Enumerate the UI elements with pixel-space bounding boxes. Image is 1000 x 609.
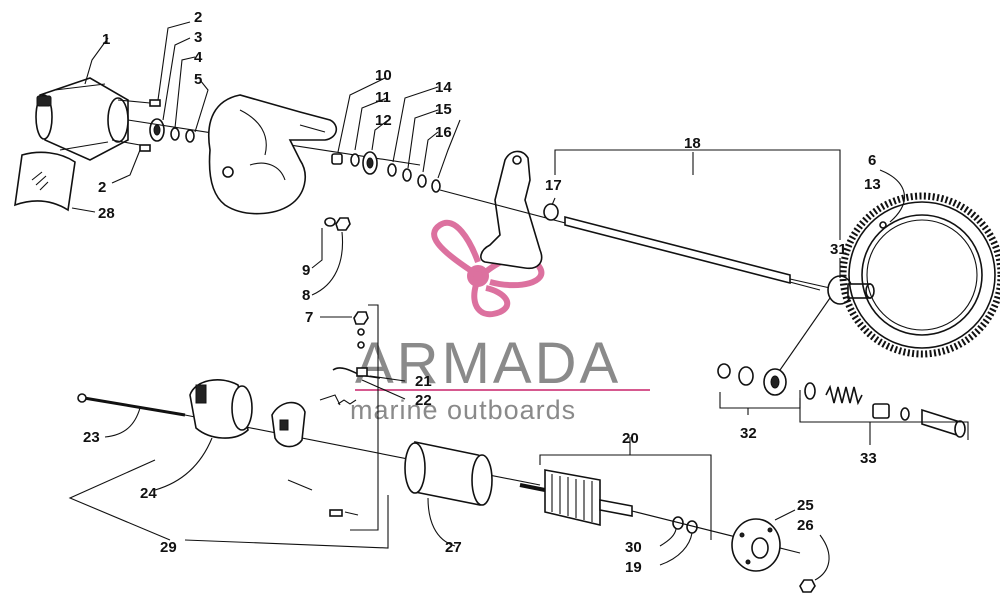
washer-33 (900, 407, 910, 421)
bushing-17 (543, 203, 559, 221)
callout-11: 11 (375, 89, 391, 106)
callout-25: 25 (797, 497, 814, 514)
gear-32 (763, 368, 787, 396)
cap-33 (921, 408, 966, 438)
nut-26 (799, 579, 816, 593)
callout-12: 12 (375, 112, 392, 129)
washer-16 (417, 174, 427, 188)
washer-32b (738, 366, 754, 386)
callout-8: 8 (302, 287, 310, 304)
washer-16b (431, 179, 441, 193)
callout-28: 28 (98, 205, 115, 222)
callout-33: 33 (860, 450, 877, 467)
washer-14 (387, 163, 397, 177)
callout-23: 23 (83, 429, 100, 446)
armada-logo: ARMADA marine outboards (350, 219, 650, 425)
callout-1: 1 (102, 31, 110, 48)
washer-32a (717, 363, 731, 379)
brand-name: ARMADA (355, 331, 621, 396)
washer-15 (402, 168, 412, 182)
callout-19: 19 (625, 559, 642, 576)
sleeve-cover (14, 151, 76, 212)
callout-labels: 1 2 3 4 5 2 28 10 11 12 14 15 16 9 8 17 … (83, 9, 881, 576)
end-cap-24 (189, 379, 253, 439)
callout-22: 22 (415, 392, 432, 409)
callout-9: 9 (302, 262, 310, 279)
washer-11 (350, 153, 360, 167)
callout-30: 30 (625, 539, 642, 556)
brush-lead (287, 479, 313, 491)
pin-2-top (149, 99, 161, 107)
bolt-9 (324, 217, 351, 231)
yoke-27 (404, 441, 493, 506)
ring-gear (839, 192, 1000, 358)
callout-17: 17 (545, 177, 562, 194)
callout-3: 3 (194, 29, 202, 46)
callout-7: 7 (305, 309, 313, 326)
callout-4: 4 (194, 49, 203, 66)
callout-21: 21 (415, 373, 432, 390)
starter-motor-body (35, 77, 151, 161)
callout-31: 31 (830, 241, 847, 258)
bolt-13 (879, 221, 887, 229)
callout-32: 32 (740, 425, 757, 442)
callout-16: 16 (435, 124, 452, 141)
collar-33 (804, 382, 816, 400)
armature-20 (519, 469, 633, 527)
washer-4 (170, 127, 180, 141)
callout-20: 20 (622, 430, 639, 447)
small-screw (329, 509, 343, 517)
callout-13: 13 (864, 176, 881, 193)
pinion-gear (149, 118, 165, 142)
callout-14: 14 (435, 79, 452, 96)
spring-clip (337, 399, 357, 405)
callout-2-lower: 2 (98, 179, 106, 196)
gear-12 (362, 151, 378, 175)
pin-2-bottom (139, 144, 151, 152)
callout-2: 2 (194, 9, 202, 26)
brush-holder (271, 401, 306, 448)
spring-33 (825, 384, 863, 406)
leader-lines (68, 21, 969, 581)
drive-shaft (564, 215, 831, 289)
callout-15: 15 (435, 101, 452, 118)
mounting-bracket (208, 94, 338, 215)
support-arm (480, 150, 543, 270)
callout-18: 18 (684, 135, 701, 152)
callout-24: 24 (140, 485, 157, 502)
washer-5 (185, 129, 195, 143)
callout-5: 5 (194, 71, 202, 88)
sleeve-33 (872, 403, 890, 419)
brand-tagline: marine outboards (350, 395, 576, 425)
callout-26: 26 (797, 517, 814, 534)
callout-27: 27 (445, 539, 462, 556)
callout-10: 10 (375, 67, 392, 84)
terminal-7 (353, 311, 369, 349)
callout-29: 29 (160, 539, 177, 556)
callout-6: 6 (868, 152, 876, 169)
bushing-10 (331, 153, 343, 165)
end-plate-25 (731, 518, 781, 572)
terminal-lead-22 (356, 367, 368, 377)
